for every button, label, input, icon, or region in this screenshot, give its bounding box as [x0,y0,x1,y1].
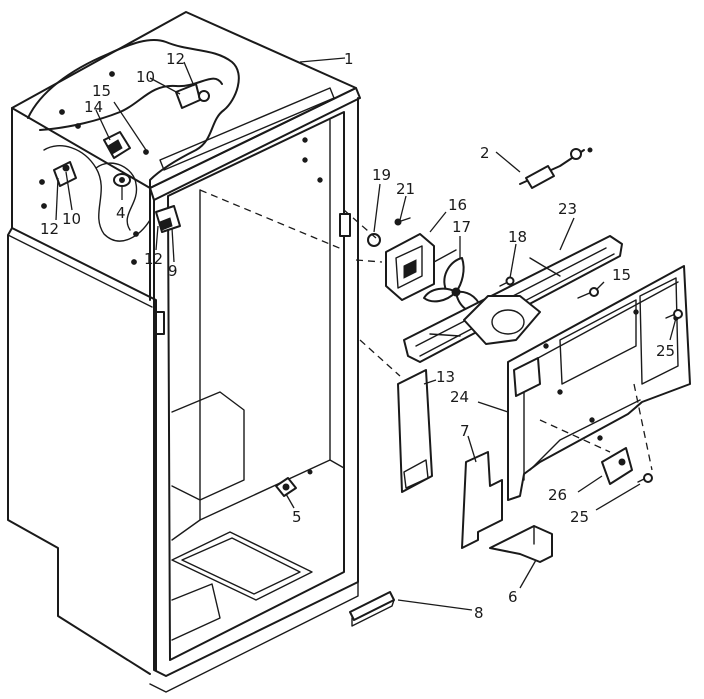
callout-9: 9 [168,262,178,280]
callout-15-right: 15 [612,266,631,284]
callout-5: 5 [292,508,302,526]
frame-tab [339,213,351,237]
callout-1: 1 [344,50,354,68]
bracket-26 [601,447,633,485]
callout-18: 18 [508,228,527,246]
callout-15-top: 15 [92,82,111,100]
callout-10-top: 10 [136,68,155,86]
callout-23: 23 [558,200,577,218]
callout-12-left: 12 [40,220,59,238]
callout-12-middle: 12 [144,250,163,268]
callout-26: 26 [548,486,567,504]
insulation-7 [461,451,503,549]
callout-13: 13 [436,368,455,386]
control-components [39,71,210,265]
fan-motor-assembly [367,217,483,314]
air-duct-23 [403,235,623,363]
evaporator-cover-24 [507,265,691,501]
callout-6: 6 [508,588,518,606]
callout-24: 24 [450,388,469,406]
callout-25-upper: 25 [656,342,675,360]
cabinet-liner [7,11,361,693]
panel-13 [397,369,433,493]
trim-8 [349,591,395,627]
nut-19 [367,233,381,247]
screw-25-lower [637,473,653,483]
fan-blade-17 [443,257,465,293]
bracket-6 [489,525,553,563]
callout-7: 7 [460,422,470,440]
callout-19: 19 [372,166,391,184]
screw-25-upper [665,309,683,319]
assembly-guide-lines [199,189,653,471]
callout-2: 2 [480,144,490,162]
frame-tab [155,311,165,335]
light-socket-5 [275,469,313,497]
callout-12-top: 12 [166,50,185,68]
thermostat-2 [519,147,593,189]
callout-16: 16 [448,196,467,214]
callout-17: 17 [452,218,471,236]
callout-14: 14 [84,98,103,116]
screw-18 [499,276,515,287]
callouts: 1 2 4 5 6 7 8 9 10 10 12 12 12 13 14 15 … [40,50,675,622]
callout-21: 21 [396,180,415,198]
callout-8: 8 [474,604,484,622]
callout-10-left: 10 [62,210,81,228]
callout-4: 4 [116,204,126,222]
callout-25-lower: 25 [570,508,589,526]
leader-lines [55,57,677,611]
